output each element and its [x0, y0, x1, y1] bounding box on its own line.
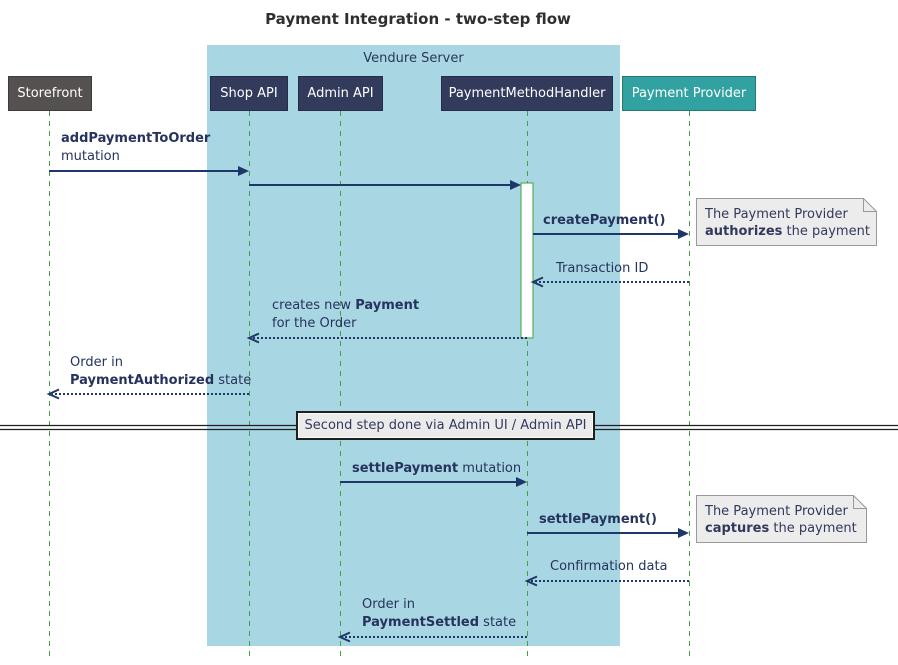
note-text: the payment — [782, 224, 870, 239]
note-shapes — [696, 198, 877, 543]
arrowhead-add-payment — [238, 166, 249, 176]
message-line: Order in — [362, 597, 415, 612]
message-text: addPaymentToOrder — [61, 131, 211, 146]
message-create-payment: createPayment() — [543, 212, 665, 230]
participant-admin-api: Admin API — [298, 76, 383, 111]
message-add-payment-to-order: addPaymentToOrder mutation — [61, 130, 210, 166]
message-text: settlePayment() — [539, 512, 657, 527]
message-line: creates new Payment — [272, 297, 419, 315]
participant-label: Shop API — [220, 86, 278, 101]
arrowhead-creates-payment — [246, 332, 260, 344]
message-text: PaymentAuthorized — [70, 373, 215, 388]
message-line: mutation — [61, 149, 120, 164]
participant-label: Storefront — [17, 86, 83, 101]
diagram-title: Payment Integration - two-step flow — [265, 10, 571, 28]
participant-label: Payment Provider — [631, 86, 747, 101]
message-line: addPaymentToOrder — [61, 130, 210, 148]
message-line: for the Order — [272, 316, 357, 331]
note-fold-authorize — [863, 198, 877, 212]
arrowhead-order-settled — [337, 631, 351, 643]
message-text: PaymentSettled — [362, 615, 480, 630]
note-captures-payment: The Payment Provider captures the paymen… — [705, 503, 857, 537]
participant-label: Admin API — [307, 86, 374, 101]
message-text: Confirmation data — [550, 559, 668, 574]
message-line: PaymentSettled state — [362, 614, 516, 632]
message-line: PaymentAuthorized state — [70, 372, 251, 390]
note-shape-authorize — [696, 198, 877, 246]
participant-payment-provider: Payment Provider — [622, 76, 756, 111]
activation-bar-handler — [520, 182, 534, 339]
message-text: mutation — [458, 461, 522, 476]
participant-label: PaymentMethodHandler — [448, 86, 606, 101]
message-text: Payment — [355, 298, 420, 313]
divider-second-step: Second step done via Admin UI / Admin AP… — [296, 411, 595, 440]
return-arrowheads — [46, 276, 544, 643]
message-text: Transaction ID — [556, 261, 649, 276]
participant-shop-api: Shop API — [210, 76, 288, 111]
message-line: Order in — [70, 355, 123, 370]
note-authorizes-payment: The Payment Provider authorizes the paym… — [705, 206, 870, 240]
note-line: The Payment Provider — [705, 207, 848, 222]
arrowhead-order-authorized — [46, 388, 60, 400]
call-arrows — [49, 170, 678, 534]
note-shape-capture — [696, 495, 867, 543]
arrowhead-confirmation — [524, 575, 538, 587]
arrowhead-transaction-id — [530, 276, 544, 288]
call-arrowheads — [238, 166, 689, 538]
arrowhead-settle-call — [678, 528, 689, 538]
message-settle-payment-call: settlePayment() — [539, 511, 657, 529]
message-text: createPayment() — [543, 213, 666, 228]
note-text: authorizes — [705, 224, 783, 239]
arrowhead-settle-mutation — [516, 477, 527, 487]
vendure-server-label: Vendure Server — [363, 51, 464, 66]
vendure-server-frame — [207, 45, 620, 646]
message-transaction-id: Transaction ID — [556, 260, 648, 278]
note-line: authorizes the payment — [705, 223, 870, 240]
arrowhead-shop-to-handler — [510, 180, 521, 190]
message-confirmation-data: Confirmation data — [550, 558, 668, 576]
message-order-payment-settled: Order in PaymentSettled state — [362, 596, 516, 632]
message-text: state — [214, 373, 252, 388]
note-text: the payment — [769, 521, 857, 536]
note-text: captures — [705, 521, 770, 536]
note-line: captures the payment — [705, 520, 857, 537]
note-fold-capture — [853, 495, 867, 509]
participant-storefront: Storefront — [8, 76, 92, 111]
message-text: settlePayment — [352, 461, 459, 476]
participant-payment-method-handler: PaymentMethodHandler — [441, 76, 613, 111]
message-text: state — [479, 615, 517, 630]
return-arrows — [52, 281, 689, 638]
message-creates-payment: creates new Payment for the Order — [272, 297, 419, 333]
message-text: creates new — [272, 298, 356, 313]
divider-label: Second step done via Admin UI / Admin AP… — [304, 418, 587, 433]
arrowhead-create-payment — [678, 229, 689, 239]
note-line: The Payment Provider — [705, 504, 848, 519]
message-order-payment-authorized: Order in PaymentAuthorized state — [70, 354, 251, 390]
message-settle-payment-mutation: settlePayment mutation — [352, 460, 521, 478]
